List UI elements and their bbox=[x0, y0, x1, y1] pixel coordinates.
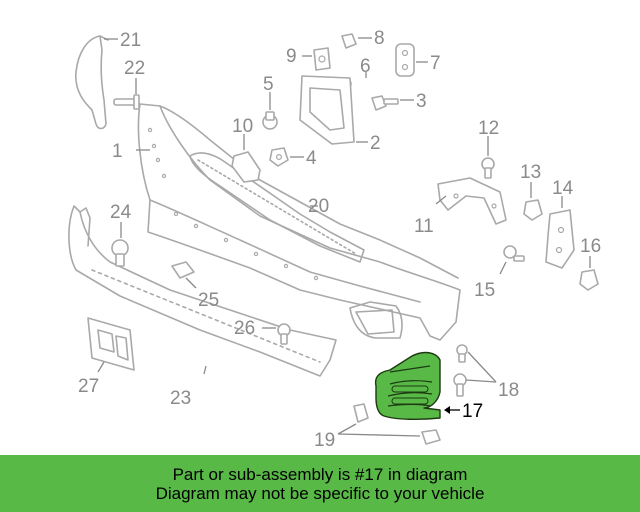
callout-10[interactable]: 10 bbox=[232, 116, 253, 137]
callout-18[interactable]: 18 bbox=[498, 380, 519, 401]
part-26-shape bbox=[277, 323, 291, 345]
callout-20[interactable]: 20 bbox=[308, 196, 329, 217]
part-23-valance bbox=[68, 205, 337, 377]
part-15-shape bbox=[503, 245, 525, 262]
callout-15[interactable]: 15 bbox=[474, 280, 495, 301]
callout-14[interactable]: 14 bbox=[552, 178, 574, 199]
callout-8[interactable]: 8 bbox=[374, 28, 385, 49]
callout-5[interactable]: 5 bbox=[263, 74, 274, 95]
callout-3[interactable]: 3 bbox=[416, 91, 427, 112]
callout-19[interactable]: 19 bbox=[314, 430, 335, 451]
callout-1[interactable]: 1 bbox=[112, 141, 123, 162]
part-4-shape bbox=[269, 147, 289, 167]
exploded-parts-diagram: 21 22 1 20 10 4 bbox=[68, 28, 601, 451]
banner-line-disclaimer: Diagram may not be specific to your vehi… bbox=[155, 483, 485, 503]
part-3-shape bbox=[371, 95, 399, 111]
part-14-shape bbox=[545, 209, 575, 269]
part-2-shape bbox=[299, 75, 355, 145]
part-22-shape bbox=[113, 94, 140, 110]
part-5-shape bbox=[262, 111, 278, 130]
callout-27[interactable]: 27 bbox=[78, 376, 99, 397]
part-12-shape bbox=[481, 157, 495, 179]
callout-26[interactable]: 26 bbox=[234, 318, 255, 339]
part-10-shape bbox=[231, 151, 261, 183]
callout-22[interactable]: 22 bbox=[124, 58, 145, 79]
info-banner: Part or sub-assembly is #17 in diagram D… bbox=[0, 455, 640, 512]
callout-6[interactable]: 6 bbox=[360, 56, 371, 77]
callout-7[interactable]: 7 bbox=[430, 53, 441, 74]
callout-2[interactable]: 2 bbox=[370, 133, 381, 154]
part-18-shape bbox=[453, 344, 468, 397]
callout-25[interactable]: 25 bbox=[198, 290, 219, 311]
callout-11[interactable]: 11 bbox=[414, 216, 434, 237]
part-25-shape bbox=[171, 261, 195, 279]
part-13-shape bbox=[523, 199, 543, 221]
part-17-highlighted[interactable] bbox=[374, 351, 441, 421]
callout-16[interactable]: 16 bbox=[580, 236, 601, 257]
part-16-shape bbox=[579, 269, 599, 291]
callout-4[interactable]: 4 bbox=[306, 148, 317, 169]
callout-23[interactable]: 23 bbox=[170, 388, 191, 409]
part-1-bumper bbox=[137, 103, 461, 341]
part-20-strip bbox=[189, 152, 365, 263]
banner-line-part: Part or sub-assembly is #17 in diagram bbox=[172, 464, 468, 484]
callout-13[interactable]: 13 bbox=[520, 162, 541, 183]
callout-21[interactable]: 21 bbox=[120, 30, 141, 51]
part-9-shape bbox=[313, 47, 331, 71]
part-21-shape bbox=[75, 35, 109, 130]
callout-24[interactable]: 24 bbox=[110, 202, 132, 223]
part-11-shape bbox=[437, 177, 507, 225]
part-7-shape bbox=[395, 43, 415, 77]
part-8-shape bbox=[341, 33, 357, 49]
part-19-shape bbox=[353, 403, 441, 445]
callout-12[interactable]: 12 bbox=[478, 118, 499, 139]
part-27-shape bbox=[87, 317, 135, 371]
callout-9[interactable]: 9 bbox=[286, 46, 297, 67]
callout-17[interactable]: 17 bbox=[462, 401, 483, 422]
part-24-shape bbox=[111, 239, 129, 267]
